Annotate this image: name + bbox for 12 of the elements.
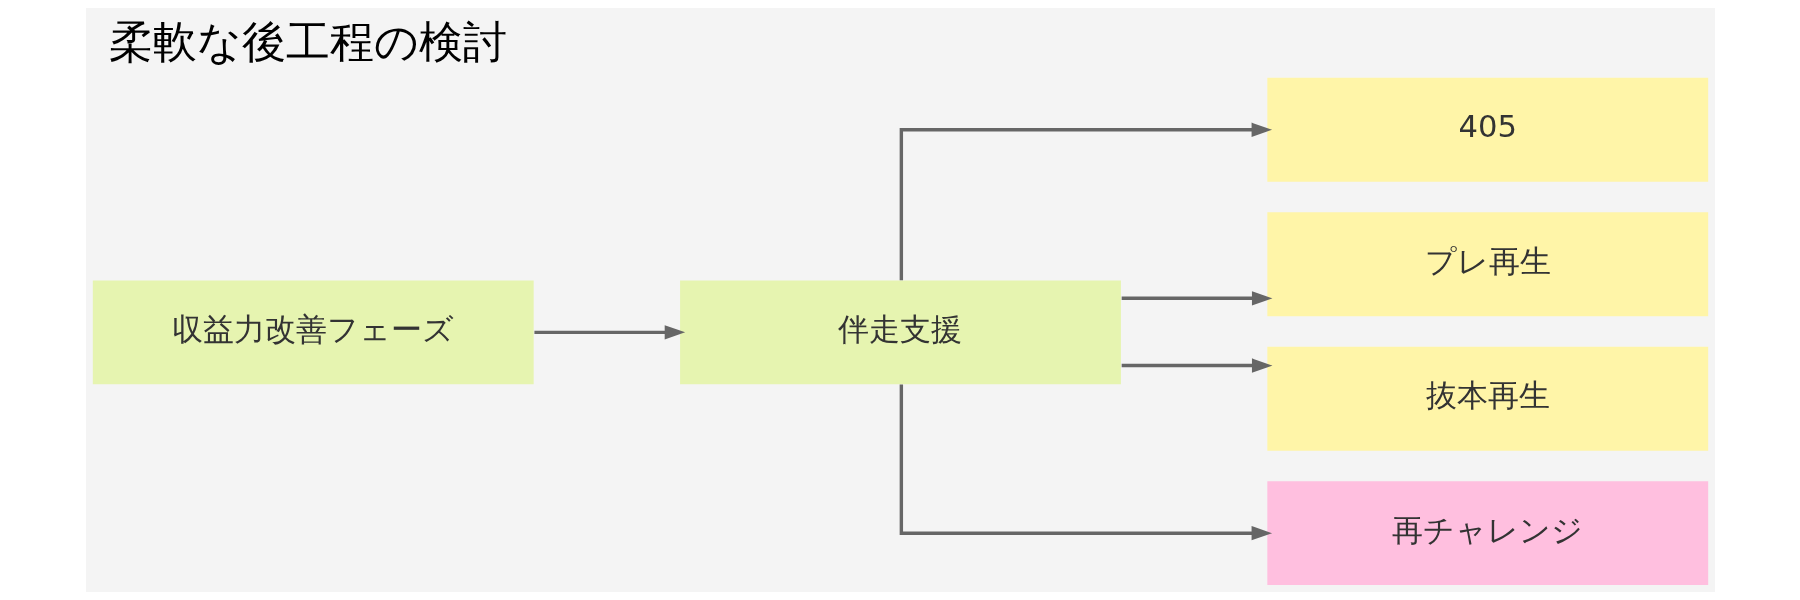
diagram-title: 柔軟な後工程の検討 — [108, 16, 507, 68]
node-box: プレ再生 — [1266, 212, 1708, 317]
arrow — [533, 325, 685, 340]
node-box: 伴走支援 — [679, 280, 1121, 385]
node-box: 抜本再生 — [1266, 346, 1708, 451]
arrow — [899, 122, 1272, 281]
node-box: 再チャレンジ — [1266, 481, 1708, 586]
arrow — [1121, 291, 1272, 306]
arrow — [899, 384, 1272, 541]
arrow — [1121, 358, 1272, 373]
node-box: 収益力改善フェーズ — [92, 280, 534, 385]
node-box: 405 — [1266, 77, 1708, 182]
